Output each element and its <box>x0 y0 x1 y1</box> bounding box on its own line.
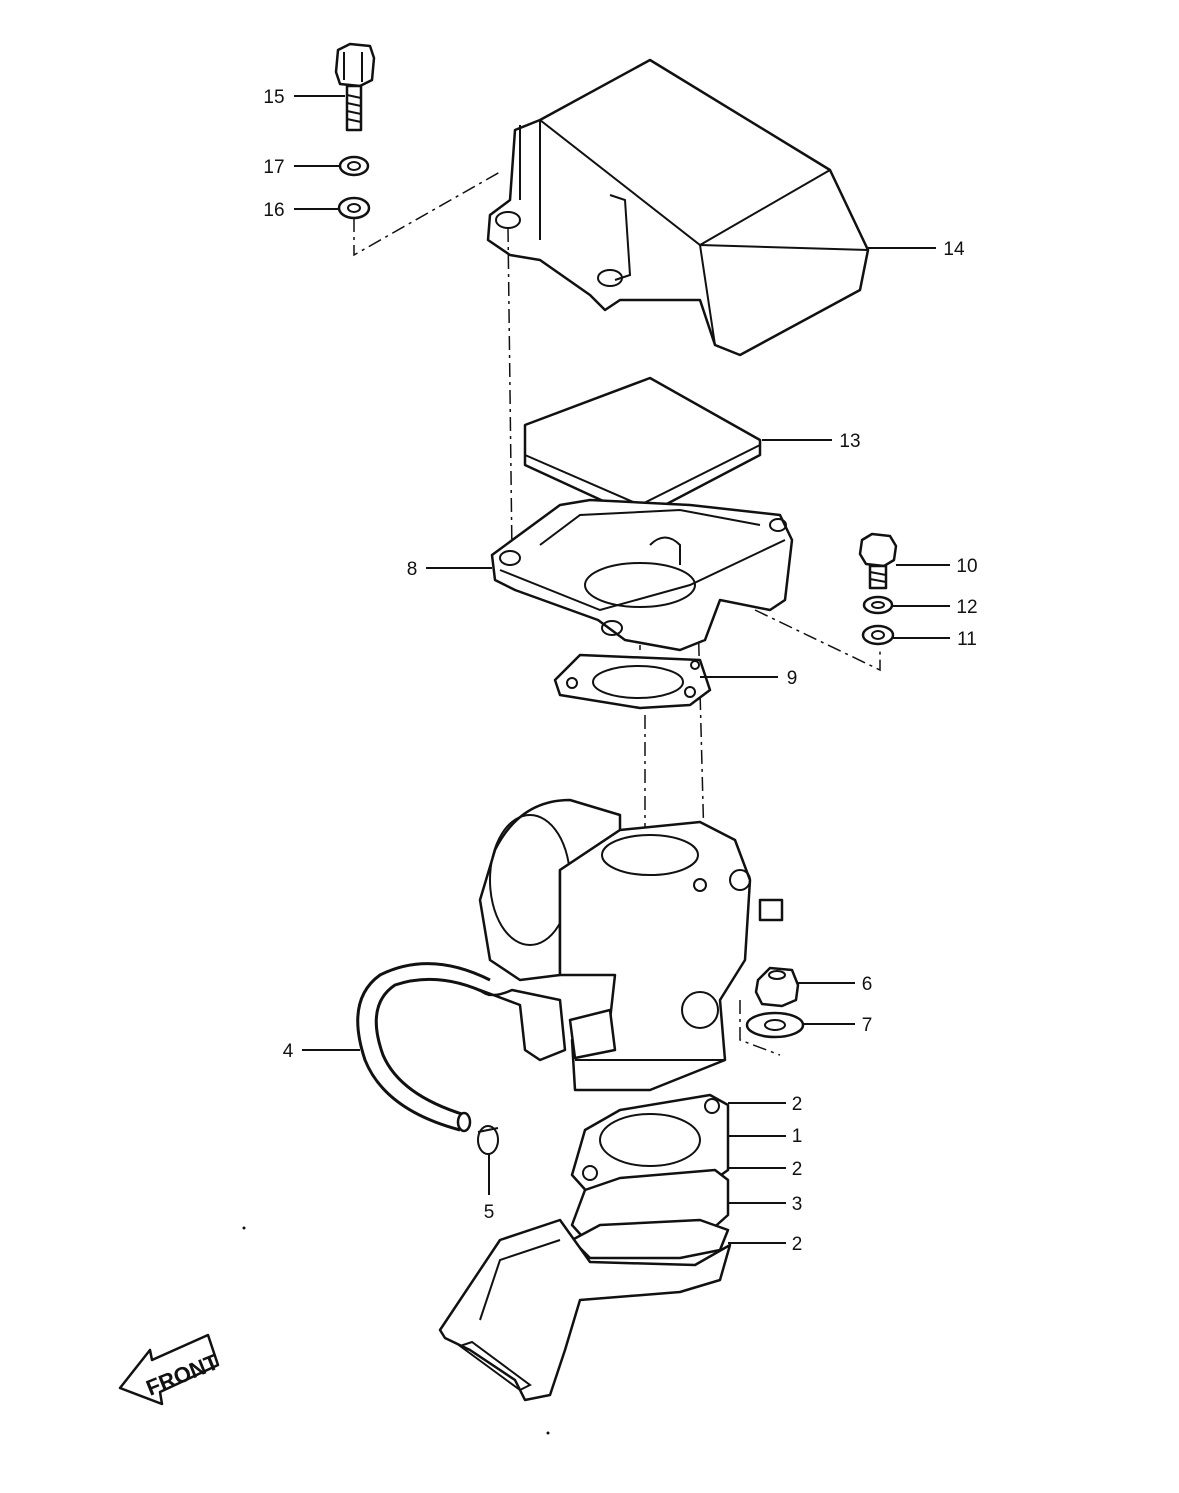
hex-nut-icon <box>754 966 800 1008</box>
fuel-hose-icon <box>356 962 491 1133</box>
callout-17: 17 <box>263 157 284 178</box>
callout-7: 7 <box>862 1015 873 1036</box>
callout-1: 1 <box>792 1126 803 1147</box>
callout-4: 4 <box>283 1041 294 1062</box>
washer-icon <box>862 595 894 615</box>
air-cleaner-base-icon <box>490 498 794 652</box>
callout-6: 6 <box>862 974 873 995</box>
callout-14: 14 <box>943 239 965 260</box>
callout-16: 16 <box>263 200 284 221</box>
washer-icon <box>337 196 371 220</box>
insulator-icon <box>570 1093 730 1197</box>
callout-9: 9 <box>787 668 798 689</box>
callout-2: 2 <box>792 1159 803 1180</box>
washer-icon <box>338 155 370 177</box>
filter-element-icon <box>523 376 762 520</box>
callout-5: 5 <box>484 1202 495 1223</box>
bracket-icon <box>438 1218 732 1402</box>
gasket-icon <box>553 653 712 710</box>
hex-bolt-icon <box>858 532 898 590</box>
callout-12: 12 <box>956 597 977 618</box>
callout-15: 15 <box>263 87 284 108</box>
gasket-icon <box>570 1218 730 1260</box>
callout-10: 10 <box>956 556 977 577</box>
callout-2: 2 <box>792 1234 803 1255</box>
callout-13: 13 <box>839 431 860 452</box>
washer-icon <box>745 1011 805 1039</box>
callout-3: 3 <box>792 1194 803 1215</box>
callout-leaders <box>294 95 950 1244</box>
carburetor-icon <box>478 798 784 1092</box>
callout-2: 2 <box>792 1094 803 1115</box>
air-cleaner-cover-icon <box>486 58 870 357</box>
callout-11: 11 <box>957 629 977 650</box>
front-arrow-icon: FRONT <box>118 1333 223 1406</box>
callout-8: 8 <box>407 559 418 580</box>
hex-bolt-icon <box>334 42 376 132</box>
hose-clip-icon <box>477 1125 499 1155</box>
washer-icon <box>861 624 895 646</box>
